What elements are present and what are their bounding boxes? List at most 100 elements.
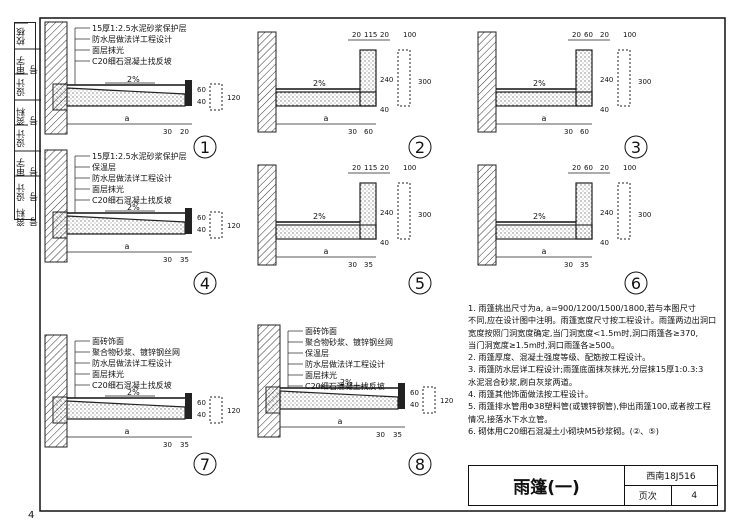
layer-label: 面层抹光: [305, 370, 337, 380]
detail-number-circle: [193, 271, 217, 295]
dim-label: 40: [197, 226, 206, 234]
layer-label: 面层抹光: [92, 184, 124, 194]
dim-label: 30: [564, 261, 573, 269]
note-line: 情况,接落水下水立管。: [468, 413, 553, 424]
note-line: 不同,应在设计图中注明。雨篷宽度尺寸按工程设计。雨篷两边出洞口: [468, 315, 717, 326]
footer-page-number: 4: [28, 510, 35, 521]
title-block: 雨篷(一) 西南18J516 页次 4: [468, 465, 718, 506]
dim-label: 20: [572, 31, 581, 39]
dim-a-label: a: [338, 417, 343, 426]
detail-4: 15厚1:2.5水泥砂浆保护层保温层防水层做法详工程设计面层抹光C20细石混凝土…: [44, 149, 240, 295]
detail-number: 2: [415, 138, 425, 157]
canopy-slab: [66, 400, 186, 420]
dim-label: 30: [348, 128, 357, 136]
page-label: 页次: [625, 486, 672, 505]
canopy-slab: [279, 390, 399, 410]
slope-label: 2%: [533, 212, 546, 221]
dim-label: 20: [352, 164, 361, 172]
dim-label: 40: [600, 106, 609, 114]
wall-section: [44, 334, 68, 448]
dim-label: 20: [352, 31, 361, 39]
note-line: 2. 雨篷厚度、混凝土强度等级、配筋按工程设计。: [468, 352, 651, 363]
beam-section: [265, 386, 281, 414]
dim-label: 60: [197, 399, 206, 407]
general-notes: 1. 雨篷挑出尺寸为a, a=900/1200/1500/1800,若与本图尺寸…: [468, 302, 718, 437]
dim-label: 240: [600, 76, 613, 84]
dim-label: 60: [197, 86, 206, 94]
edge-upstand: [185, 208, 192, 234]
detail-number-circle: [624, 135, 648, 159]
detail-number-circle: [193, 135, 217, 159]
dim-label: 40: [197, 411, 206, 419]
dim-label: 40: [380, 106, 389, 114]
detail-number: 1: [200, 138, 210, 157]
note-line: 6. 砌体用C20细石混凝土小砌块M5砂浆砌。(②、⑤): [468, 425, 659, 436]
dim-a-label: a: [125, 427, 130, 436]
detail-number-circle: [408, 271, 432, 295]
layer-label: 聚合物砂浆、镀锌钢丝网: [92, 347, 180, 357]
atlas-code: 西南18J516: [625, 466, 717, 486]
detail-number-circle: [408, 135, 432, 159]
layer-label: 防水层做法详工程设计: [92, 34, 172, 44]
upstand-wall: [575, 182, 593, 240]
dim-label: 35: [393, 431, 402, 439]
detail-number: 3: [631, 138, 641, 157]
dim-label: 30: [163, 128, 172, 136]
dim-label: 20: [600, 31, 609, 39]
beam-section: [52, 396, 68, 424]
note-line: 3. 雨篷防水层详工程设计;雨篷底面抹灰抹光,分层抹15厚1:0.3:3: [468, 364, 704, 375]
note-line: 当门洞宽度≥1.5m时,洞口雨篷各≥500。: [468, 339, 620, 350]
dim-label: 20: [380, 31, 389, 39]
layer-label: C20细石混凝土找反坡: [92, 195, 172, 205]
detail-number-circle: [624, 271, 648, 295]
dim-label: 40: [380, 239, 389, 247]
dim-label: 115: [364, 31, 377, 39]
dim-label: 120: [227, 94, 240, 102]
dim-label: 35: [180, 441, 189, 449]
dim-label: 20: [572, 164, 581, 172]
note-line: 1. 雨篷挑出尺寸为a, a=900/1200/1500/1800,若与本图尺寸: [468, 303, 696, 313]
wall-section: [257, 31, 277, 133]
layer-label: 15厚1:2.5水泥砂浆保护层: [92, 23, 187, 33]
note-line: 5. 雨篷排水管用Φ38塑料管(或镀锌钢管),伸出雨篷100,或者按工程: [468, 401, 711, 412]
dim-label: 240: [600, 209, 613, 217]
dim-label: 300: [638, 78, 651, 86]
dim-label: 40: [197, 98, 206, 106]
sheet-border: [39, 17, 726, 512]
dim-label: 60: [197, 214, 206, 222]
dim-label: 60: [364, 128, 373, 136]
note-line: 4. 雨篷其他饰面做法按工程设计。: [468, 389, 594, 400]
side-signature-block: 校核审字号设计资料号设计审字号设计号资料号: [14, 22, 41, 226]
layer-label: 保温层: [92, 162, 116, 172]
dim-label: 60: [584, 164, 593, 172]
slope-label: 2%: [127, 75, 140, 84]
slope-label: 2%: [127, 388, 140, 397]
slope-label: 2%: [127, 203, 140, 212]
wall-section: [477, 31, 497, 133]
dim-label: 30: [376, 431, 385, 439]
wall-section: [257, 324, 281, 438]
slope-label: 2%: [313, 212, 326, 221]
dim-label: 100: [623, 164, 636, 172]
dim-label: 300: [638, 211, 651, 219]
layer-label: 防水层做法详工程设计: [92, 173, 172, 183]
dim-label: 60: [580, 128, 589, 136]
dim-a-label: a: [125, 114, 130, 123]
detail-number-circle: [408, 452, 432, 476]
note-line: 宽度按照门洞宽度确定,当门洞宽度<1.5m时,洞口雨篷各≥370,: [468, 327, 699, 338]
dim-label: 40: [600, 239, 609, 247]
page-value: 4: [691, 490, 698, 501]
layer-label: 防水层做法详工程设计: [92, 358, 172, 368]
detail-number: 8: [415, 455, 425, 474]
dim-label: 115: [364, 164, 377, 172]
dim-label: 240: [380, 209, 393, 217]
upstand-wall: [359, 49, 377, 107]
dim-label: 40: [410, 401, 419, 409]
layer-label: C20细石混凝土找反坡: [92, 380, 172, 390]
dim-label: 100: [623, 31, 636, 39]
beam-section: [52, 83, 68, 111]
dim-label: 120: [227, 222, 240, 230]
